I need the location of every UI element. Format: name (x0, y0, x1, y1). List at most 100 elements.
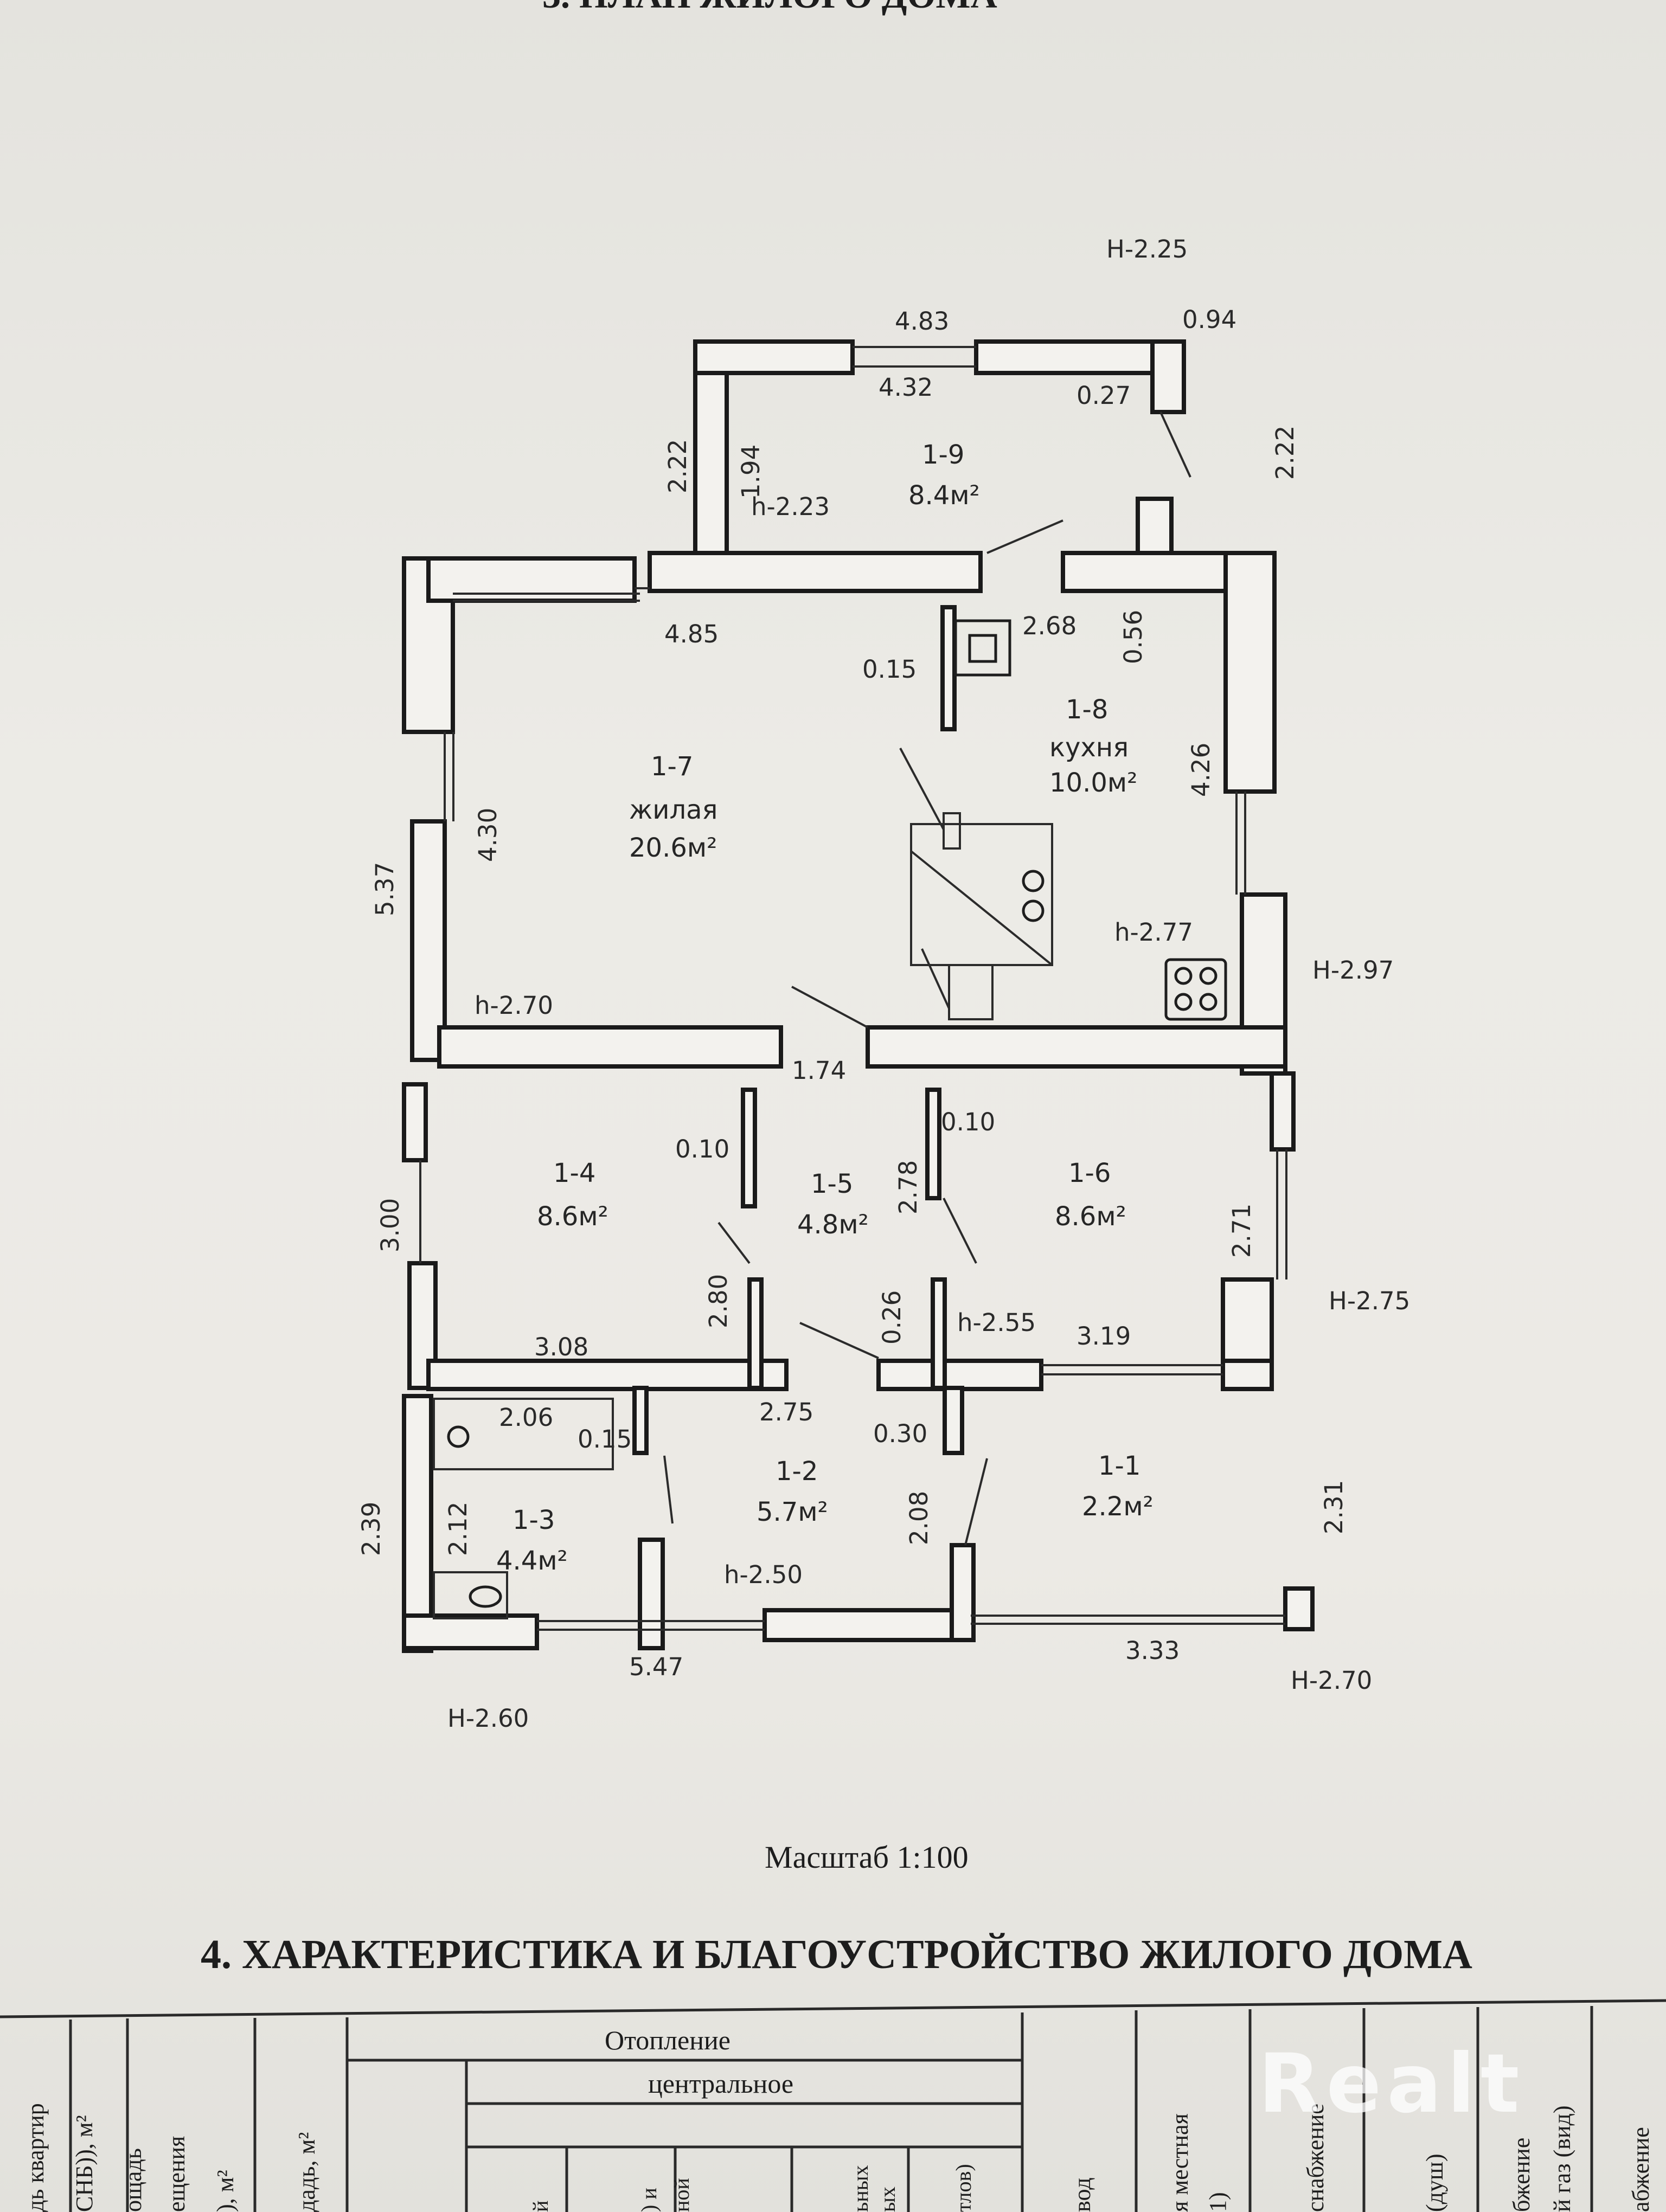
dim-top-right: 0.94 (1182, 305, 1236, 334)
room-area: 4.8м² (797, 1210, 869, 1240)
dim-bath-wall: 0.15 (578, 1425, 632, 1454)
dim-left-top-inner: 1.94 (736, 445, 765, 499)
room-number: 1-7 (651, 751, 693, 782)
room-height: h-2.55 (957, 1308, 1036, 1337)
room-number: 1-2 (776, 1456, 818, 1487)
height-south-west: H-2.60 (447, 1704, 529, 1733)
chimney-icon (954, 619, 1011, 677)
room-1-2: 1-2 5.7м² h-2.50 (724, 1456, 828, 1589)
room-number: 1-5 (811, 1169, 853, 1199)
table-vheader: ), м² (212, 2170, 239, 2212)
table-vheader: дадь, м² (293, 2132, 320, 2212)
room-number: 1-4 (553, 1158, 595, 1188)
dim-kitchen-width: 2.68 (1022, 612, 1077, 640)
room-1-5: 1-5 4.8м² h-2.55 (797, 1169, 1036, 1337)
dim-bottom-right: 3.33 (1125, 1636, 1180, 1665)
table-vheader: й (528, 2201, 553, 2212)
room-1-4: 1-4 8.6м² (537, 1158, 608, 1232)
table-central: центральное (648, 2068, 793, 2099)
table-vertical-headers: дь квартир СНБ)), м² ощадь ещения ), м² … (22, 2103, 1654, 2212)
table-vheader: бжение (1508, 2138, 1535, 2212)
table-vheader: СНБ)), м² (71, 2115, 98, 2212)
room-area: 8.4м² (908, 480, 980, 511)
dim-hall-height: 2.78 (894, 1160, 922, 1214)
room-1-3: 1-3 4.4м² (496, 1505, 568, 1576)
dim-room4-width: 3.08 (534, 1333, 588, 1361)
dim-living-wall: 0.15 (862, 655, 917, 684)
section-title: 4. ХАРАКТЕРИСТИКА И БЛАГОУСТРОЙСТВО ЖИЛО… (201, 1932, 1472, 1977)
table-vheader: снабжение (1302, 2104, 1329, 2212)
dim-room6-height: 2.71 (1227, 1204, 1256, 1258)
room-height: h-2.23 (751, 492, 830, 521)
dim-kitchen-height: 4.26 (1187, 743, 1215, 797)
table-vheader: дь квартир (22, 2103, 49, 2212)
room-area: 4.4м² (496, 1546, 568, 1576)
height-north: H-2.25 (1106, 235, 1188, 263)
dim-top-right-small: 0.27 (1077, 381, 1131, 410)
dim-top-outer: 4.83 (895, 307, 949, 336)
cooktop-icon (1164, 958, 1227, 1021)
walls (402, 339, 1315, 1653)
height-east-upper: H-2.97 (1312, 956, 1394, 985)
dim-left-top-outer: 2.22 (663, 439, 692, 493)
dim-entry-width: 2.75 (759, 1398, 813, 1426)
room-area: 8.6м² (537, 1201, 608, 1232)
room-area: 8.6м² (1055, 1201, 1126, 1232)
height-south-east: H-2.70 (1291, 1666, 1372, 1695)
room-number: 1-8 (1066, 695, 1108, 725)
dim-bath-width: 2.06 (499, 1403, 553, 1432)
room-1-8: 1-8 кухня 10.0м² h-2.77 (1049, 695, 1193, 947)
dim-door-small: 0.26 (877, 1290, 906, 1345)
room-number: 1-1 (1098, 1451, 1140, 1481)
room-area: 20.6м² (629, 833, 717, 863)
dim-bath-height: 2.12 (444, 1502, 472, 1556)
room-height: h-2.70 (475, 991, 553, 1020)
dim-room6-width: 3.19 (1077, 1322, 1131, 1351)
bathtub-drain-icon (447, 1425, 470, 1448)
dim-entry-height: 2.08 (905, 1491, 933, 1545)
sink-icon (1022, 870, 1045, 892)
room-name: кухня (1049, 732, 1129, 763)
dim-entry-wall: 0.30 (873, 1419, 927, 1448)
table-vheader: ) и (637, 2188, 661, 2212)
dim-living-width: 4.85 (664, 620, 719, 648)
header-partial: 3. ПЛАН ЖИЛОГО ДОМА (542, 0, 997, 16)
room-name: жилая (629, 795, 717, 825)
dim-corridor-width: 1.74 (792, 1056, 846, 1085)
room-1-9: 1-9 8.4м² h-2.23 (751, 440, 980, 521)
dim-bottom-left: 5.47 (629, 1652, 683, 1681)
height-east-lower: H-2.75 (1329, 1287, 1410, 1315)
watermark-logo: Realt (1258, 2037, 1525, 2131)
table-vheader: ых (875, 2187, 900, 2212)
dim-living-height: 4.30 (473, 808, 502, 862)
table-vheader: й газ (вид) (1549, 2105, 1575, 2212)
room-area: 5.7м² (757, 1497, 828, 1527)
table-vheader: абжение (1627, 2127, 1654, 2212)
table-vheader: тлов) (951, 2164, 976, 2212)
dim-top-inner: 4.32 (879, 373, 933, 402)
table-vheader: 1) (1204, 2192, 1231, 2212)
table-vheader: ещения (163, 2136, 190, 2212)
table-heating: Отопление (605, 2025, 731, 2055)
room-1-6: 1-6 8.6м² (1055, 1158, 1126, 1232)
dim-partition-a: 0.10 (675, 1135, 729, 1163)
room-1-7: 1-7 жилая 20.6м² h-2.70 (475, 751, 717, 1020)
thin-lines (419, 346, 1287, 1631)
scale-label: Масштаб 1:100 (765, 1840, 969, 1875)
table-vheader: я местная (1167, 2113, 1193, 2212)
room-area: 10.0м² (1049, 768, 1137, 798)
room-height: h-2.77 (1114, 918, 1193, 947)
table-vheader: ной (669, 2178, 694, 2212)
table-vheader: ощадь (120, 2148, 146, 2212)
dim-kitchen-small: 0.56 (1119, 610, 1148, 664)
toilet-icon (469, 1585, 502, 1608)
dim-room4-inner: 2.80 (704, 1274, 733, 1328)
dim-left-outer-lower: 2.39 (357, 1502, 386, 1556)
room-height: h-2.50 (724, 1560, 803, 1589)
room-number: 1-9 (922, 440, 964, 470)
table-vheader: вод (1069, 2177, 1095, 2212)
room-number: 1-6 (1068, 1158, 1111, 1188)
characteristics-table (0, 1999, 1666, 2212)
dim-left-outer-upper: 5.37 (370, 862, 399, 916)
